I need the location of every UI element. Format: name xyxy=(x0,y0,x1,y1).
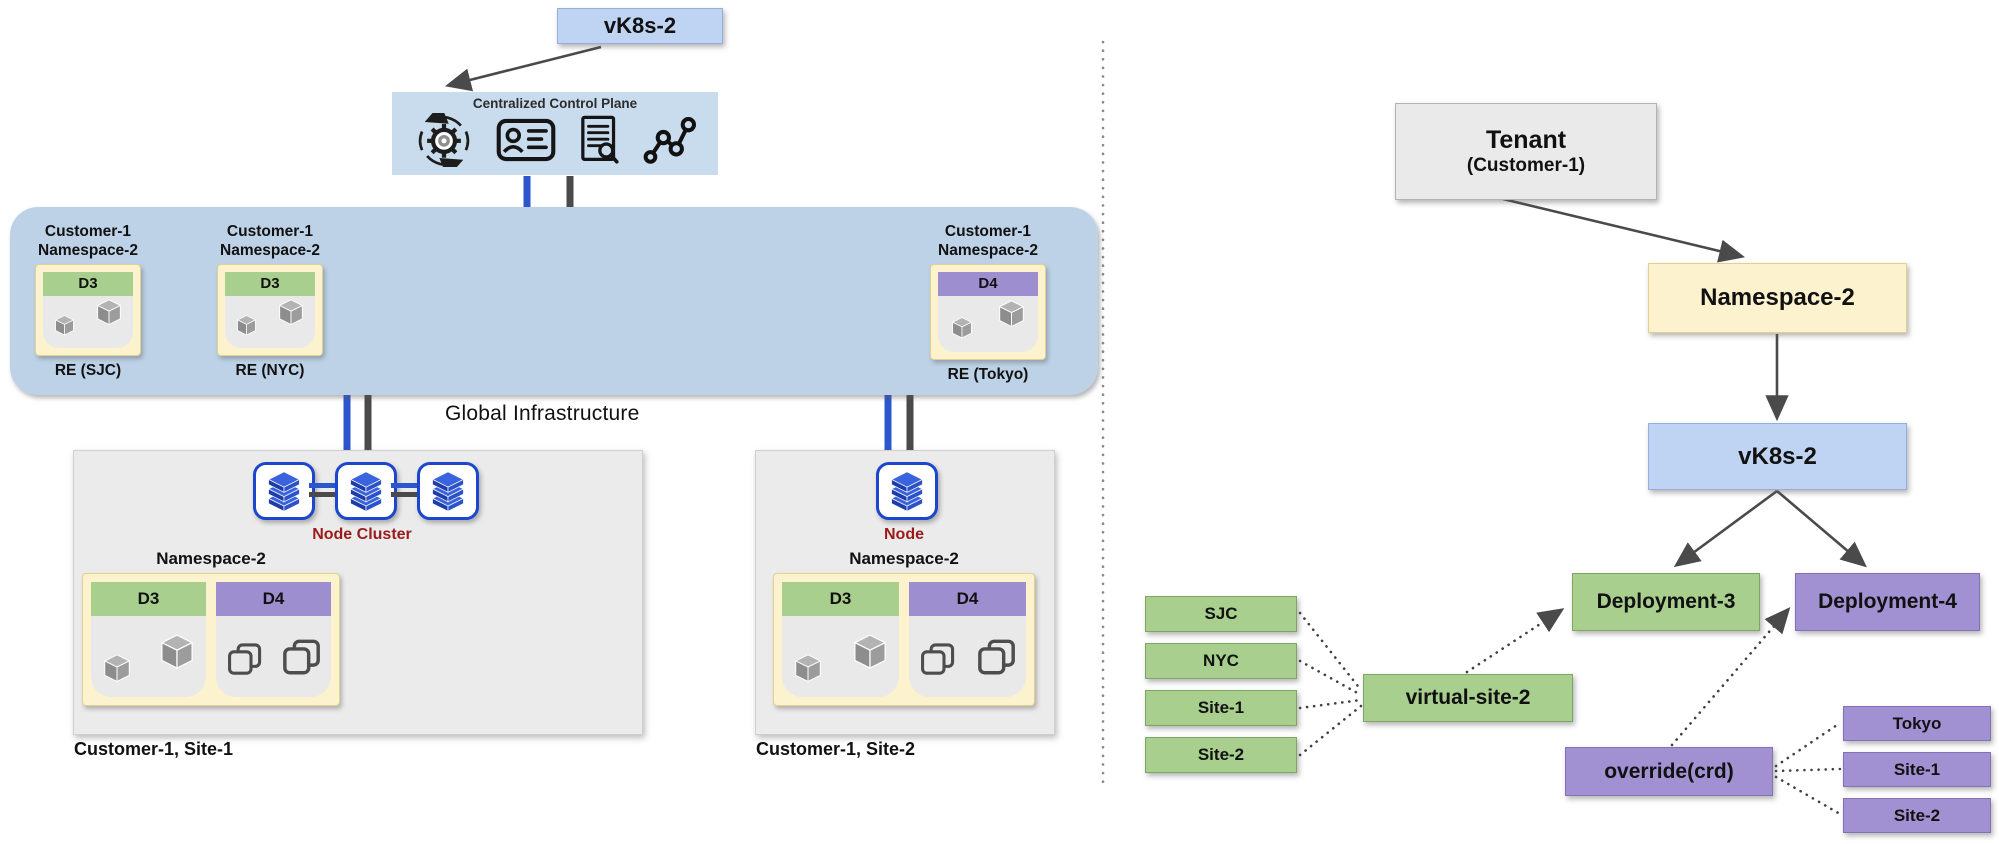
node-icon xyxy=(876,462,938,520)
green-site-sjc: SJC xyxy=(1145,596,1297,632)
green-site-nyc: NYC xyxy=(1145,643,1297,679)
site2-caption: Customer-1, Site-2 xyxy=(756,739,916,759)
node-cluster-label: Node Cluster xyxy=(312,526,412,543)
deployment4-box: Deployment-4 xyxy=(1795,573,1980,631)
global-infrastructure-container xyxy=(10,207,1098,395)
tenant-title: Tenant xyxy=(1485,126,1567,154)
vk8s-top-label: vK8s-2 xyxy=(603,13,677,38)
pod-cube-icon xyxy=(853,634,887,675)
automation-gear-icon xyxy=(413,103,475,178)
deployment-d4-panel: D4 xyxy=(216,582,331,697)
site2-deployments-box: D3 D4 xyxy=(773,573,1035,706)
deployment-d3-panel: D3 xyxy=(782,582,899,697)
pod-copy-icon xyxy=(920,643,956,681)
re-site-label: RE (SJC) xyxy=(54,362,122,379)
pod-copy-icon xyxy=(282,639,322,681)
node-label: Node xyxy=(884,526,924,543)
arrow-vk8s-to-deployment4 xyxy=(1776,490,1867,568)
global-infrastructure-label: Global Infrastructure xyxy=(445,402,640,425)
namespace-box: Namespace-2 xyxy=(1648,263,1907,333)
override-crd-box: override(crd) xyxy=(1565,747,1773,796)
re-site-label: RE (NYC) xyxy=(235,362,305,379)
pods-area xyxy=(225,296,315,348)
pod-cube-icon xyxy=(103,654,131,688)
pod-cube-icon xyxy=(54,315,75,341)
pod-cube-icon xyxy=(160,634,194,675)
pod-cube-icon xyxy=(794,654,822,688)
deployment-d3-panel: D3 xyxy=(91,582,206,697)
pod-copy-icon xyxy=(227,643,263,681)
green-site-site1: Site-1 xyxy=(1145,690,1297,726)
workload-box: D4 xyxy=(930,264,1046,360)
node-icon xyxy=(417,462,479,520)
pod-copy-icon xyxy=(977,639,1017,681)
arrow-vk8s-to-deployment3 xyxy=(1673,489,1778,568)
node-icon xyxy=(253,462,315,520)
pods-area xyxy=(938,296,1038,352)
vk8s-top-box: vK8s-2 xyxy=(557,8,723,44)
override-site-site2: Site-2 xyxy=(1843,798,1991,833)
arrow-virtualsite-to-deployment3 xyxy=(1465,608,1565,674)
re-site-title: Customer-1 Namespace-2 xyxy=(938,223,1038,259)
pods-area xyxy=(43,296,133,348)
arrow-override-to-deployment4 xyxy=(1670,607,1791,747)
arrow-tenant-to-namespace xyxy=(1502,197,1746,263)
tenant-box: Tenant (Customer-1) xyxy=(1395,103,1657,200)
pod-cube-icon xyxy=(951,317,973,344)
pod-cube-icon xyxy=(278,299,304,331)
audit-document-icon xyxy=(578,114,620,171)
pod-cube-icon xyxy=(96,299,122,331)
analytics-graph-icon xyxy=(641,115,697,170)
pods-area xyxy=(91,616,206,697)
re-site-tokyo: Customer-1 Namespace-2 D4 RE (Tokyo) xyxy=(918,222,1058,384)
pending-pods-area xyxy=(909,616,1026,697)
node-icon xyxy=(335,462,397,520)
deployment-d4-panel: D4 xyxy=(909,582,1026,697)
re-site-nyc: Customer-1 Namespace-2 D3 RE (NYC) xyxy=(200,222,340,380)
re-site-sjc: Customer-1 Namespace-2 D3 RE (SJC) xyxy=(18,222,158,380)
arrow-vk8s-to-controlplane xyxy=(444,45,602,92)
vk8s-box: vK8s-2 xyxy=(1648,423,1907,490)
re-site-title: Customer-1 Namespace-2 xyxy=(220,223,320,259)
re-site-label: RE (Tokyo) xyxy=(947,366,1029,383)
site1-caption: Customer-1, Site-1 xyxy=(74,739,234,759)
control-plane-box: Centralized Control Plane xyxy=(392,92,718,178)
pod-cube-icon xyxy=(236,315,257,341)
control-plane-title: Centralized Control Plane xyxy=(472,96,638,111)
re-site-title: Customer-1 Namespace-2 xyxy=(38,223,138,259)
deployment-header: D4 xyxy=(938,272,1038,296)
site1-deployments-box: D3 D4 xyxy=(82,573,340,706)
site1-namespace-label: Namespace-2 xyxy=(156,549,266,568)
tenant-subtitle: (Customer-1) xyxy=(1466,155,1586,176)
site2-namespace-label: Namespace-2 xyxy=(849,549,959,568)
green-site-site2: Site-2 xyxy=(1145,737,1297,773)
workload-box: D3 xyxy=(35,264,141,356)
override-site-site1: Site-1 xyxy=(1843,752,1991,787)
deployment3-box: Deployment-3 xyxy=(1572,573,1760,631)
workload-box: D3 xyxy=(217,264,323,356)
pod-cube-icon xyxy=(998,300,1025,333)
virtual-site-box: virtual-site-2 xyxy=(1363,674,1573,722)
pending-pods-area xyxy=(216,616,331,697)
identity-card-icon xyxy=(496,117,556,168)
pods-area xyxy=(782,616,899,697)
override-site-tokyo: Tokyo xyxy=(1843,706,1991,741)
deployment-header: D3 xyxy=(225,272,315,296)
deployment-header: D3 xyxy=(43,272,133,296)
